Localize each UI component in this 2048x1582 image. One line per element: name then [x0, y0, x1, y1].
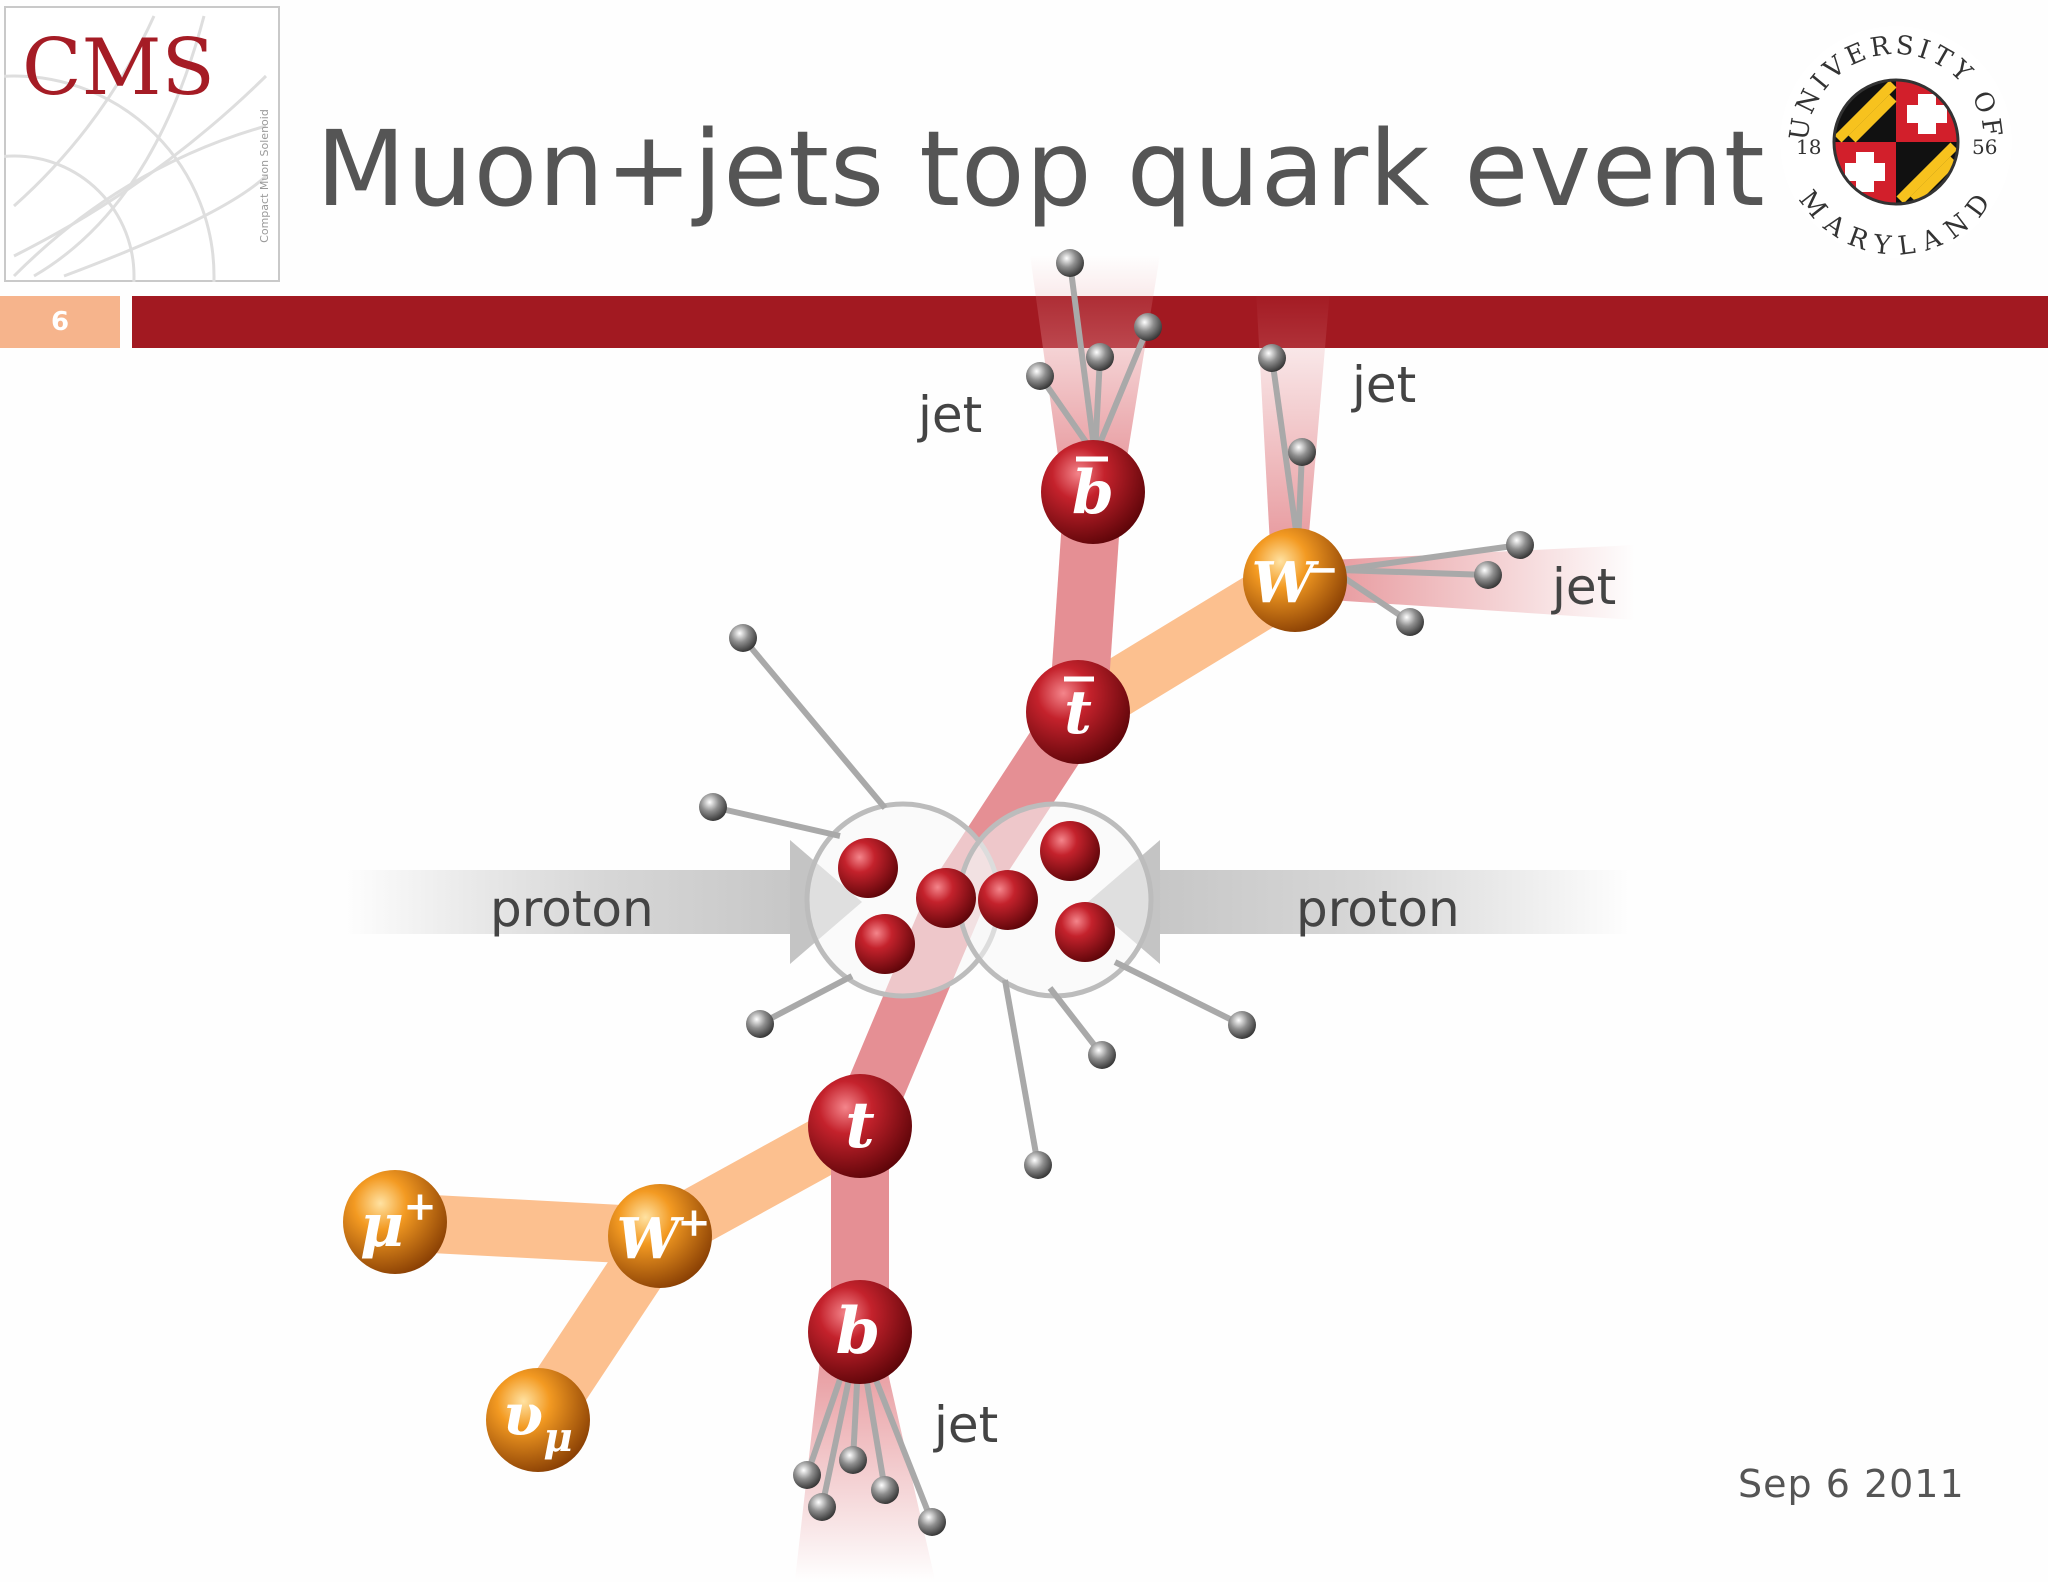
- track: [758, 973, 854, 1027]
- seal-year-left: 18: [1796, 135, 1821, 159]
- cms-logo-text: CMS: [22, 23, 215, 113]
- slide-title: Muon+jets top quark event: [316, 108, 1766, 230]
- quark-ball: [1040, 821, 1100, 881]
- track: [867, 1363, 935, 1524]
- proton-beam-left: [345, 870, 825, 934]
- particle-t-label: t: [845, 1088, 875, 1163]
- particle-w-plus-charge: +: [677, 1199, 711, 1246]
- hadron-ball: [746, 1010, 774, 1038]
- particle-w-minus-label: W: [1252, 550, 1320, 616]
- hadron-ball: [918, 1508, 946, 1536]
- particle-tbar-label: t: [1064, 678, 1092, 748]
- hadron-ball: [1506, 531, 1534, 559]
- seal-year-right: 56: [1972, 135, 1997, 159]
- hadron-ball: [1086, 343, 1114, 371]
- jet-label-wminus-right: jet: [1551, 558, 1616, 616]
- track: [1067, 262, 1098, 456]
- track: [1047, 986, 1105, 1057]
- quark-ball: [838, 838, 898, 898]
- hadron-ball: [1056, 249, 1084, 277]
- slide-number: 6: [0, 296, 120, 348]
- track: [819, 1364, 855, 1508]
- particle-t: t: [808, 1074, 912, 1178]
- particle-b: b: [808, 1280, 912, 1384]
- track: [861, 1364, 888, 1491]
- hadron-ball: [1026, 362, 1054, 390]
- quark-ball: [978, 870, 1038, 930]
- particle-w-minus: W −: [1243, 528, 1347, 632]
- track: [1339, 542, 1521, 573]
- cms-logo-subtext: Compact Muon Solenoid: [258, 109, 271, 243]
- hadron-ball: [871, 1476, 899, 1504]
- hadron-ball: [1134, 313, 1162, 341]
- track: [1338, 572, 1412, 625]
- particle-mu-charge: +: [403, 1183, 437, 1230]
- particle-nu: υ μ: [486, 1368, 590, 1472]
- hadron-ball: [793, 1461, 821, 1489]
- proton-left-label: proton: [490, 880, 654, 938]
- particle-tbar: t: [1026, 660, 1130, 764]
- hadron-ball: [1024, 1151, 1052, 1179]
- jet-label-wminus-up: jet: [1351, 356, 1416, 414]
- particle-b-label: b: [836, 1294, 881, 1369]
- cms-logo: CMS Compact Muon Solenoid: [4, 6, 280, 282]
- hadron-ball: [729, 624, 757, 652]
- particle-w-plus: W +: [608, 1184, 712, 1288]
- hadron-ball: [1258, 344, 1286, 372]
- track: [1339, 567, 1489, 578]
- hadron-ball: [1228, 1011, 1256, 1039]
- track: [804, 1364, 848, 1476]
- particle-w-minus-charge: −: [1305, 546, 1339, 593]
- particle-bbar: b: [1041, 440, 1145, 544]
- slide-date: Sep 6 2011: [1738, 1462, 1965, 1506]
- track: [1092, 356, 1103, 456]
- particle-nu-subscript: μ: [543, 1414, 572, 1461]
- track: [1269, 357, 1301, 546]
- track: [1113, 959, 1244, 1028]
- jet-label-b: jet: [933, 1396, 998, 1454]
- jet-label-bbar: jet: [917, 386, 982, 444]
- quark-ball: [916, 868, 976, 928]
- track: [740, 636, 888, 810]
- track: [1002, 979, 1041, 1166]
- particle-mu: μ +: [343, 1170, 447, 1274]
- particle-nu-label: υ: [503, 1381, 543, 1449]
- proton-beam-right: [1130, 870, 1630, 934]
- hadron-ball: [1396, 608, 1424, 636]
- hadron-ball: [1474, 561, 1502, 589]
- hadron-ball: [1288, 438, 1316, 466]
- hadron-ball: [1088, 1041, 1116, 1069]
- track: [1092, 325, 1151, 457]
- proton-right-label: proton: [1296, 880, 1460, 938]
- umd-seal: UNIVERSITY OF MARYLAND 18 56: [1780, 26, 2012, 260]
- hadron-ball: [699, 793, 727, 821]
- hadron-ball: [808, 1493, 836, 1521]
- particle-bbar-label: b: [1072, 458, 1114, 528]
- quark-ball: [855, 914, 915, 974]
- quark-ball: [1055, 902, 1115, 962]
- track: [712, 804, 841, 839]
- particle-mu-label: μ: [360, 1191, 404, 1261]
- particle-w-plus-label: W: [617, 1206, 685, 1272]
- hadron-ball: [839, 1446, 867, 1474]
